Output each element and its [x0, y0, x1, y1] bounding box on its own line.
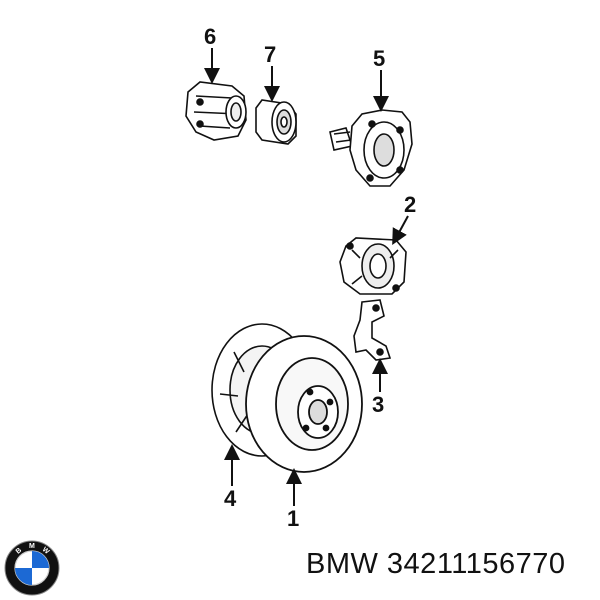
- callout-7: 7: [264, 42, 276, 67]
- part-number-caption: BMW 34211156770: [306, 548, 566, 580]
- logo-letter-w: W: [41, 546, 51, 556]
- callout-3: 3: [372, 392, 384, 417]
- part-caliper-bracket: [353, 299, 392, 361]
- bmw-roundel-logo: B M W: [4, 540, 60, 596]
- part-wheel-hub: [329, 109, 413, 187]
- callout-4: 4: [224, 486, 237, 511]
- exploded-brake-diagram: 6 7 5 2 3 4 1: [185, 24, 416, 531]
- logo-letter-b: B: [15, 547, 23, 556]
- part-knuckle-housing: [185, 81, 247, 141]
- callout-6: 6: [204, 24, 216, 49]
- part-wheel-bearing: [255, 99, 297, 145]
- part-brake-disc: [245, 335, 363, 473]
- logo-letter-m: M: [29, 543, 35, 550]
- callout-1: 1: [287, 506, 299, 531]
- callout-arrows: [204, 48, 409, 506]
- callout-2: 2: [404, 192, 416, 217]
- part-brake-caliper: [339, 237, 407, 295]
- callout-5: 5: [373, 46, 385, 71]
